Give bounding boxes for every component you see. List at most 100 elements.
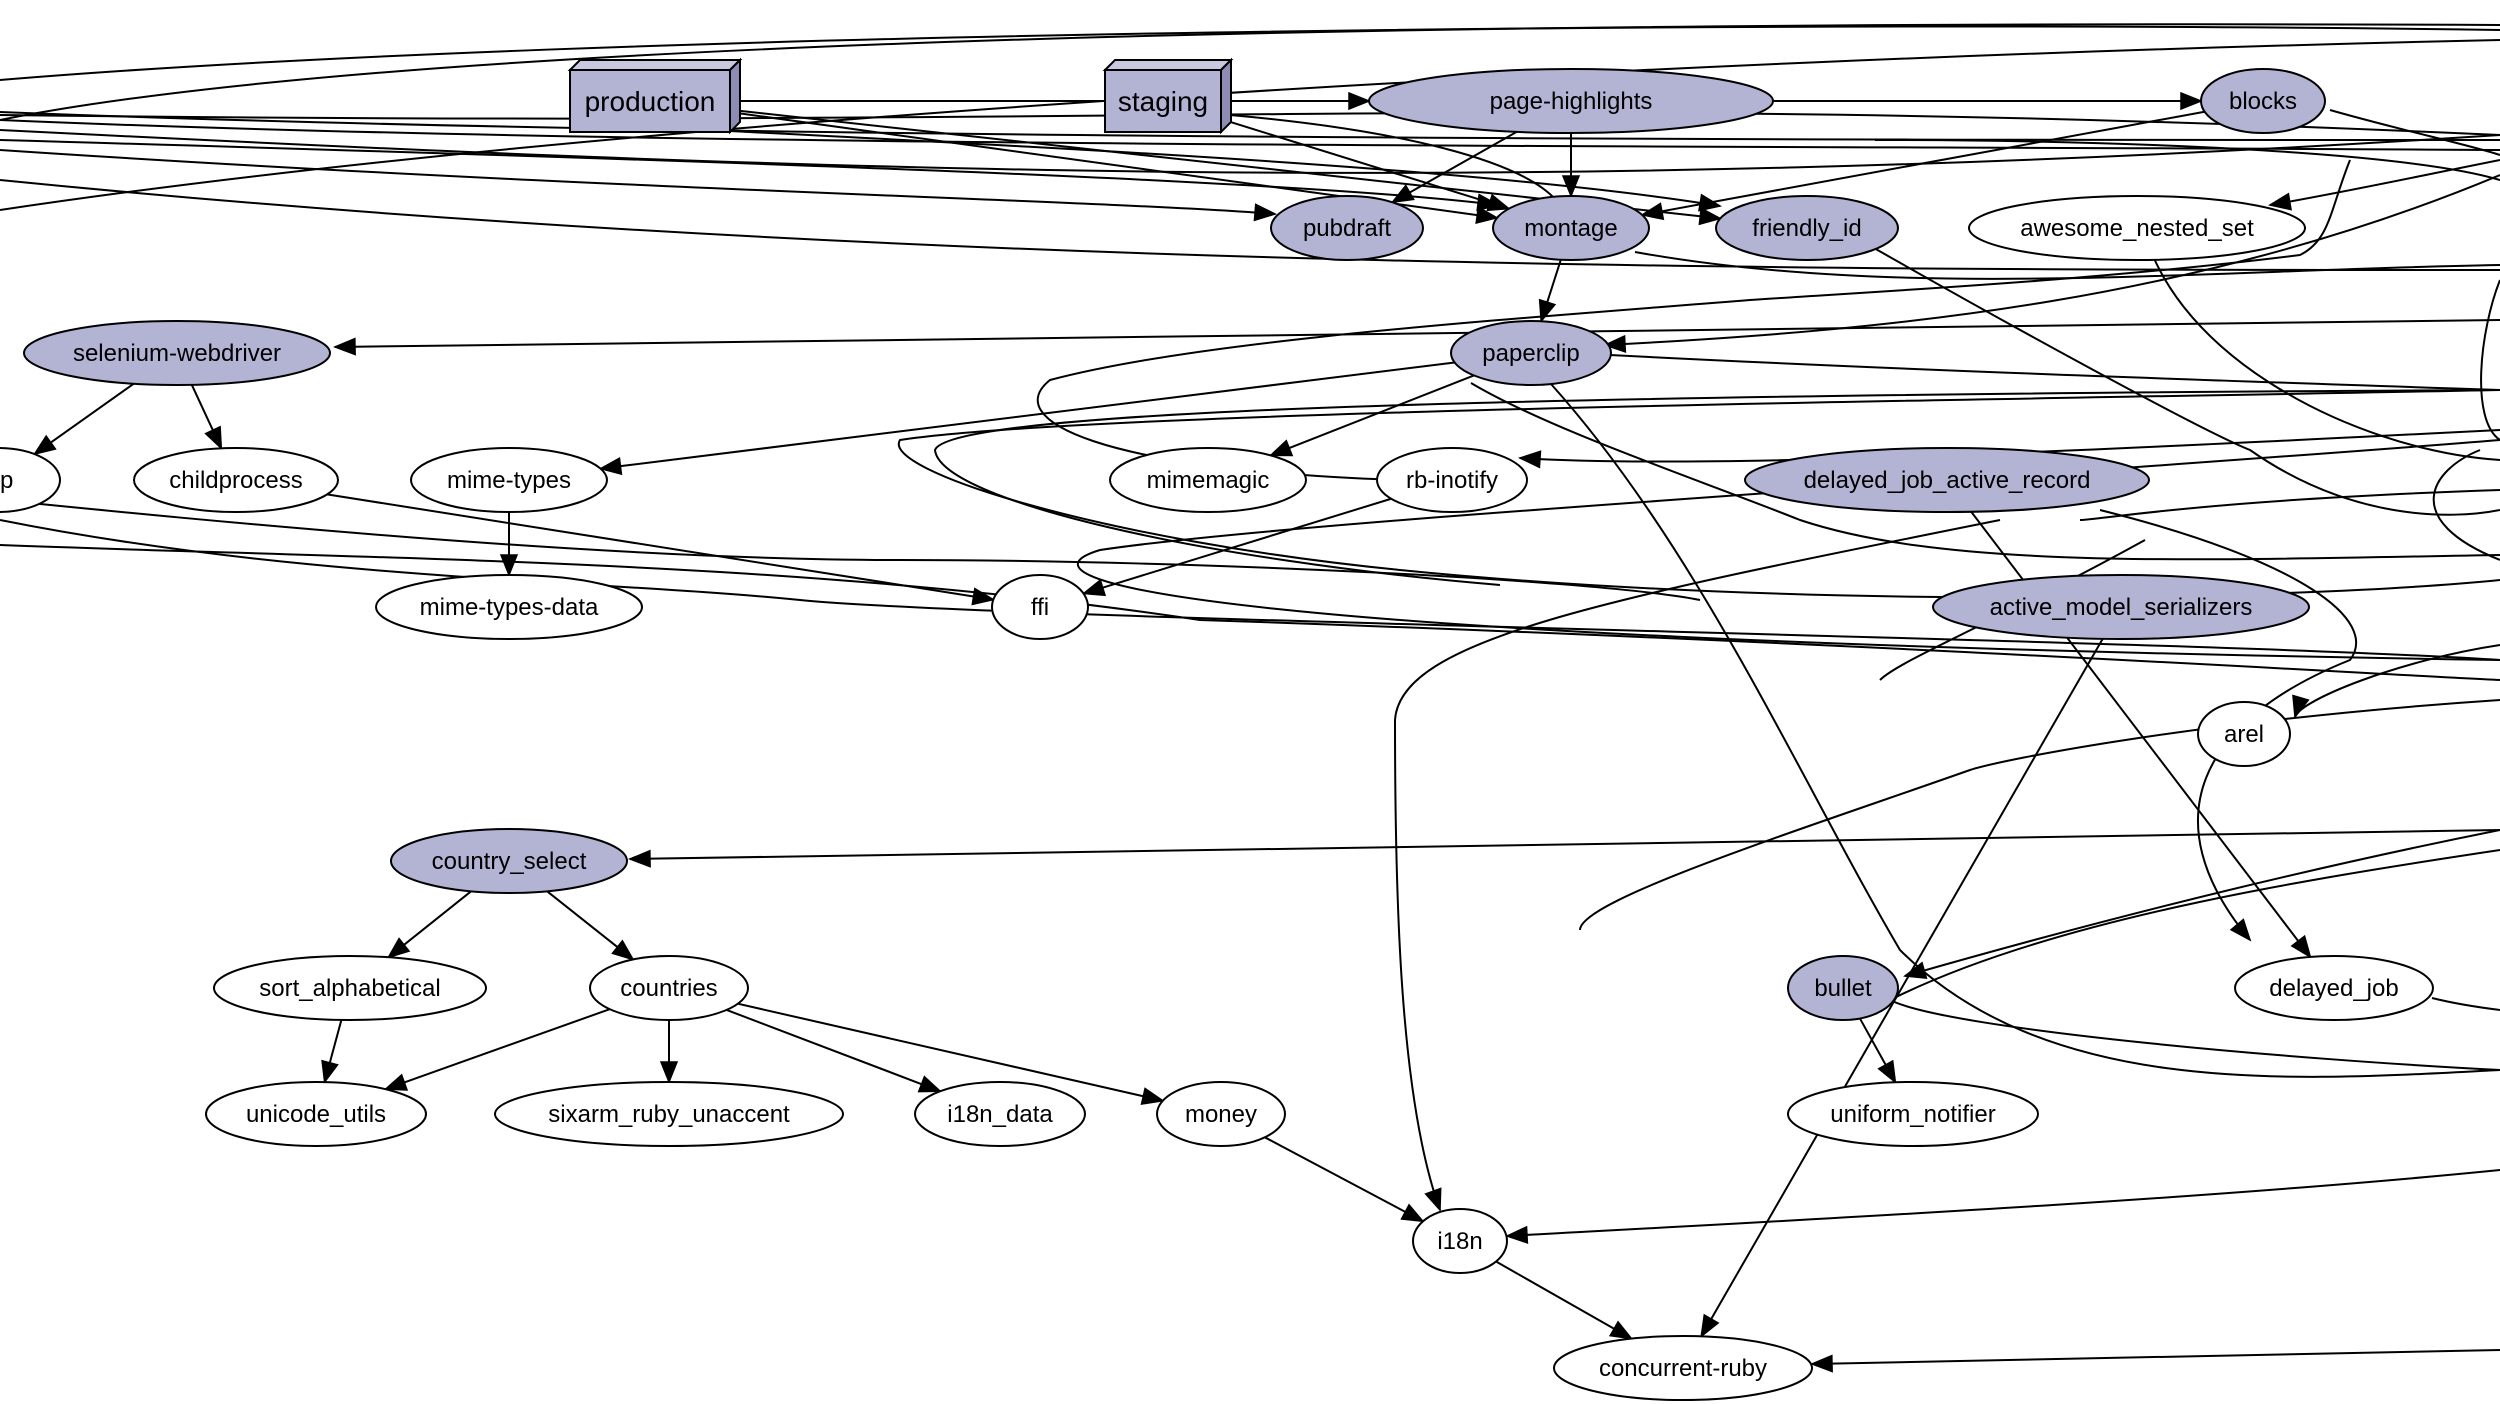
offscreen-edge-24 [0, 519, 2500, 661]
offscreen-edge-14-arrowhead [2268, 192, 2292, 211]
gem-node-delayed_job_active_record[interactable]: delayed_job_active_record [1744, 447, 2150, 513]
offscreen-edge-16 [334, 319, 2500, 348]
edge-mime-types-to-mime-types-data-arrowhead [499, 554, 519, 578]
edge-paperclip-to-mime-types [620, 361, 1455, 468]
edge-childprocess-to-ffi [326, 493, 974, 598]
gem-node-uniform_notifier[interactable]: uniform_notifier [1787, 1081, 2039, 1147]
gem-label: zip [0, 467, 13, 494]
edge-country_select-to-sort_alphabetical-arrowhead [386, 937, 411, 959]
offscreen-edge-30 [1579, 699, 2500, 931]
gem-node-country_select[interactable]: country_select [390, 828, 628, 894]
offscreen-edge-11 [1229, 114, 1557, 201]
gem-node-money[interactable]: money [1156, 1081, 1286, 1147]
edge-sort_alphabetical-to-unicode_utils [328, 1019, 343, 1064]
offscreen-edge-40 [2480, 279, 2500, 441]
gem-node-i18n[interactable]: i18n [1412, 1208, 1508, 1274]
box-side-face [1220, 57, 1232, 135]
gem-node-delayed_job[interactable]: delayed_job [2234, 955, 2434, 1021]
edge-countries-to-sixarm_ruby_unaccent-arrowhead [659, 1061, 679, 1085]
gem-node-childprocess[interactable]: childprocess [133, 447, 339, 513]
gem-label: friendly_id [1752, 215, 1861, 242]
offscreen-edge-43 [2329, 109, 2500, 156]
offscreen-edge-18 [1470, 382, 2500, 561]
offscreen-edge-2 [0, 25, 2500, 81]
gem-node-friendly_id[interactable]: friendly_id [1715, 195, 1899, 261]
offscreen-edge-28-arrowhead [2229, 918, 2252, 942]
gem-label: delayed_job [2269, 975, 2398, 1002]
gem-label: mimemagic [1147, 467, 1270, 494]
offscreen-edge-17 [1609, 354, 2500, 391]
gem-node-mime-types-data[interactable]: mime-types-data [375, 574, 643, 640]
gem-node-i18n_data[interactable]: i18n_data [914, 1081, 1086, 1147]
gem-node-concurrent-ruby[interactable]: concurrent-ruby [1553, 1335, 1813, 1401]
gem-ellipse [1412, 1208, 1508, 1274]
offscreen-edge-33 [1887, 849, 2500, 1071]
gem-label: country_select [432, 848, 587, 875]
edge-production-to-blocks-arrowhead [2180, 91, 2204, 111]
gem-node-sixarm_ruby_unaccent[interactable]: sixarm_ruby_unaccent [494, 1081, 844, 1147]
offscreen-edge-4 [0, 111, 2500, 141]
gem-ellipse [133, 447, 339, 513]
offscreen-edge-35 [1393, 519, 2001, 1211]
gem-node-paperclip[interactable]: paperclip [1450, 320, 1612, 386]
gem-node-arel[interactable]: arel [2197, 701, 2291, 767]
gem-node-awesome_nested_set[interactable]: awesome_nested_set [1968, 195, 2306, 261]
box-side-face [729, 57, 741, 135]
edge-bullet-to-uniform_notifier [1859, 1017, 1887, 1066]
offscreen-edge-34 [2431, 997, 2500, 1011]
edge-paperclip-to-mimemagic-arrowhead [1268, 439, 1294, 457]
offscreen-edge-31 [629, 829, 2500, 860]
gem-node-page-highlights[interactable]: page-highlights [1368, 68, 1774, 134]
environment-staging[interactable]: staging [1102, 57, 1234, 135]
gem-ellipse [1450, 320, 1612, 386]
gem-ellipse [589, 955, 749, 1021]
gem-ellipse [494, 1081, 844, 1147]
offscreen-edge-37 [1811, 1349, 2500, 1365]
gem-node-sort_alphabetical[interactable]: sort_alphabetical [213, 955, 487, 1021]
gem-ellipse [213, 955, 487, 1021]
gem-node-countries[interactable]: countries [589, 955, 749, 1021]
gem-node-selenium-webdriver[interactable]: selenium-webdriver [23, 320, 331, 386]
gem-node-unicode_utils[interactable]: unicode_utils [205, 1081, 427, 1147]
edge-countries-to-money [737, 1002, 1144, 1098]
gem-node-active_model_serializers[interactable]: active_model_serializers [1932, 574, 2310, 640]
offscreen-edge-32 [1904, 829, 2500, 977]
environment-production[interactable]: production [567, 57, 743, 135]
gem-node-blocks[interactable]: blocks [2200, 68, 2326, 134]
offscreen-edge-8-arrowhead [1253, 203, 1278, 222]
gem-label: selenium-webdriver [73, 340, 281, 367]
edge-montage-to-paperclip-arrowhead [1538, 298, 1557, 324]
gem-node-bullet[interactable]: bullet [1787, 955, 1899, 1021]
gem-label: concurrent-ruby [1599, 1355, 1767, 1382]
offscreen-edge-19 [1550, 383, 2500, 1078]
edge-countries-to-unicode_utils [403, 1008, 611, 1084]
gem-node-ffi[interactable]: ffi [991, 574, 1089, 640]
gem-label: arel [2224, 721, 2264, 748]
gem-node-mime-types[interactable]: mime-types [410, 447, 608, 513]
edge-i18n-to-concurrent-ruby-arrowhead [1608, 1320, 1634, 1340]
edge-staging-to-montage [1220, 118, 1491, 204]
gem-ellipse [1932, 574, 2310, 640]
offscreen-edge-10 [729, 130, 1721, 207]
edge-page-highlights-to-pubdraft-arrowhead [1390, 184, 1415, 204]
gem-node-montage[interactable]: montage [1492, 195, 1650, 261]
offscreen-edge-10-arrowhead [1698, 193, 1722, 212]
environment-label: staging [1118, 86, 1208, 117]
gem-ellipse [1787, 955, 1899, 1021]
edge-active_model_serializers-to-concurrent-ruby-arrowhead [1700, 1313, 1720, 1339]
offscreen-edge-37-arrowhead [1809, 1354, 1833, 1373]
edge-production-to-montage-arrowhead [1475, 205, 1500, 224]
gem-label: montage [1524, 215, 1617, 242]
edge-delayed_job_active_record-to-delayed_job-arrowhead [2290, 934, 2312, 959]
gem-node-pubdraft[interactable]: pubdraft [1270, 195, 1424, 261]
gem-node-rb-inotify[interactable]: rb-inotify [1376, 447, 1528, 513]
offscreen-edge-26 [2079, 489, 2500, 521]
gem-node-rubyzip[interactable]: zip [0, 447, 61, 513]
gem-ellipse [1715, 195, 1899, 261]
gem-node-mimemagic[interactable]: mimemagic [1109, 447, 1307, 513]
edge-money-to-i18n-arrowhead [1400, 1203, 1425, 1223]
edge-selenium-webdriver-to-childprocess-arrowhead [204, 425, 223, 451]
offscreen-edge-7 [0, 129, 2500, 174]
edge-active_model_serializers-to-concurrent-ruby [1710, 638, 2104, 1320]
